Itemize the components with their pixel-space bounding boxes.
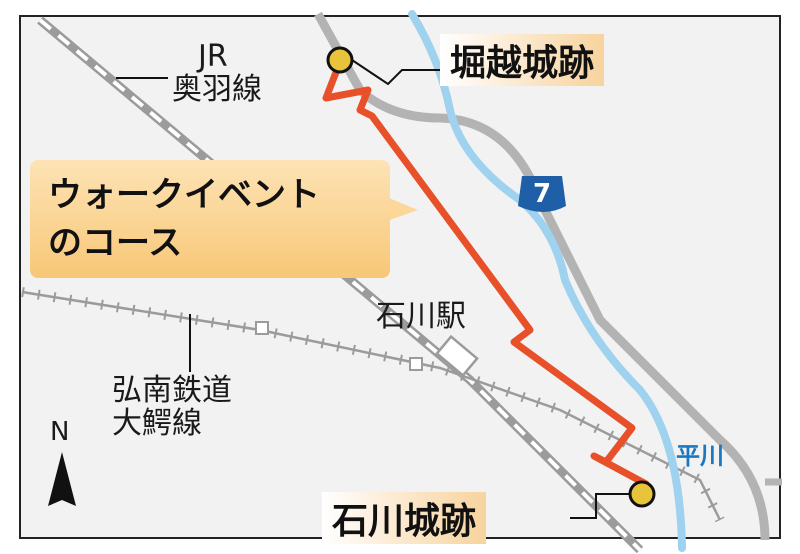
konan-line: [21, 287, 725, 523]
horikoshi-leader: [351, 59, 440, 86]
ishikawa-castle-label: 石川城跡: [322, 492, 487, 544]
horikoshi-marker: [326, 46, 354, 74]
konan-line-label-2: 大鰐線: [112, 406, 202, 441]
callout-line-1: ウォークイベント: [48, 175, 320, 215]
route-7-road: [314, 11, 770, 541]
callout-pointer: [384, 196, 418, 222]
konan-line-label: 弘南鉄道 大鰐線: [112, 374, 232, 440]
north-label: N: [50, 417, 70, 447]
jr-ou-line: [37, 16, 644, 554]
river-label: 平川: [676, 442, 724, 470]
callout-line-2: のコース: [48, 222, 183, 263]
callout-text: ウォークイベント のコース: [48, 172, 320, 267]
ishikawa-castle-marker: [628, 480, 656, 508]
walk-course: [322, 58, 650, 488]
horikoshi-castle-label: 堀越城跡: [440, 34, 605, 86]
konan-line-label-1: 弘南鉄道: [112, 373, 232, 408]
jr-line-label-1: JR: [198, 39, 228, 74]
jr-line-label-2: 奥羽線: [172, 72, 262, 107]
north-arrow-icon: [48, 452, 76, 506]
route-7-number: 7: [533, 179, 551, 209]
callout-box: [30, 160, 390, 278]
station-label: 石川駅: [376, 299, 466, 334]
station-marker: [435, 334, 479, 378]
jr-line-label: JR 奥羽線: [172, 40, 262, 106]
hirakawa-river: [408, 10, 686, 552]
ishikawa-leader: [570, 493, 630, 519]
route-7-shield: [518, 176, 566, 212]
